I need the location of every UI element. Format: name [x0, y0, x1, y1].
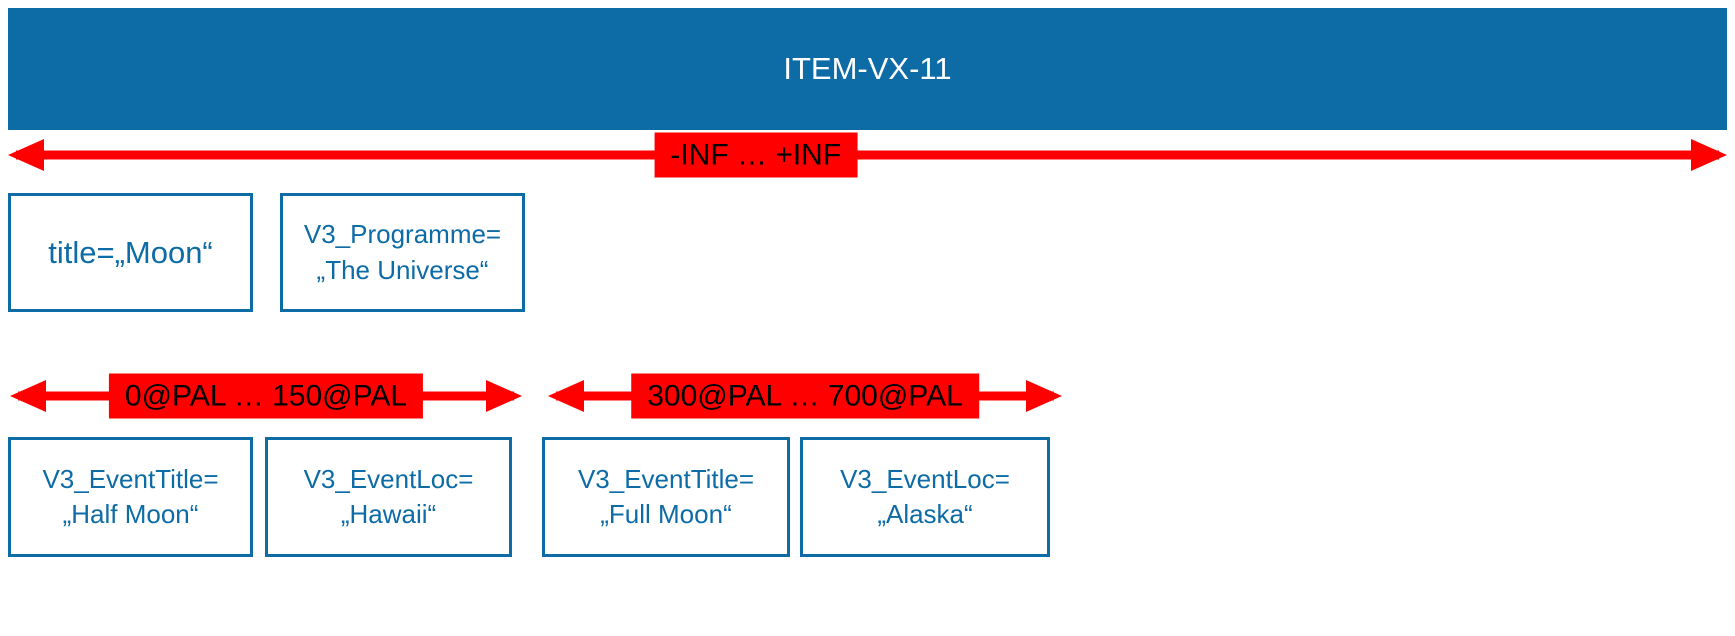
- arrow-head-left-icon: [548, 380, 584, 412]
- item-title: ITEM-VX-11: [783, 51, 952, 86]
- item-header-bar: ITEM-VX-11: [8, 8, 1727, 130]
- range-arrow-full: -INF … +INF: [8, 132, 1727, 178]
- attr-box-event1-loc-line2: „Hawaii“: [340, 499, 437, 529]
- range-label-full: -INF … +INF: [654, 132, 858, 178]
- range-label-right: 300@PAL … 700@PAL: [631, 373, 979, 419]
- attr-box-programme: V3_Programme= „The Universe“: [280, 193, 525, 312]
- attr-box-event2-loc: V3_EventLoc= „Alaska“: [800, 437, 1050, 557]
- attr-box-event1-title: V3_EventTitle= „Half Moon“: [8, 437, 253, 557]
- attr-box-event1-title-line1: V3_EventTitle=: [42, 463, 219, 494]
- attr-box-event1-loc: V3_EventLoc= „Hawaii“: [265, 437, 512, 557]
- attr-box-event2-title: V3_EventTitle= „Full Moon“: [542, 437, 790, 557]
- attr-box-event1-title-line2: „Half Moon“: [62, 499, 199, 529]
- attr-box-event2-loc-line1: V3_EventLoc=: [840, 463, 1010, 494]
- arrow-line: [16, 150, 1719, 160]
- arrow-head-left-icon: [8, 139, 44, 171]
- arrow-head-right-icon: [1026, 380, 1062, 412]
- attr-box-event2-title-line2: „Full Moon“: [600, 499, 732, 529]
- attr-box-event2-title-line1: V3_EventTitle=: [577, 463, 755, 494]
- attr-box-event2-loc-line2: „Alaska“: [877, 499, 973, 529]
- range-arrow-left: 0@PAL … 150@PAL: [10, 373, 522, 419]
- attr-box-event1-loc-line1: V3_EventLoc=: [303, 463, 474, 494]
- range-arrow-right: 300@PAL … 700@PAL: [548, 373, 1062, 419]
- range-label-left: 0@PAL … 150@PAL: [108, 373, 424, 419]
- attr-box-programme-line1: V3_Programme=: [303, 219, 502, 250]
- attr-box-title-line: title=„Moon“: [48, 234, 213, 270]
- attr-box-title: title=„Moon“: [8, 193, 253, 312]
- arrow-head-right-icon: [486, 380, 522, 412]
- attr-box-programme-line2: „The Universe“: [316, 254, 489, 285]
- arrow-head-right-icon: [1691, 139, 1727, 171]
- arrow-head-left-icon: [10, 380, 46, 412]
